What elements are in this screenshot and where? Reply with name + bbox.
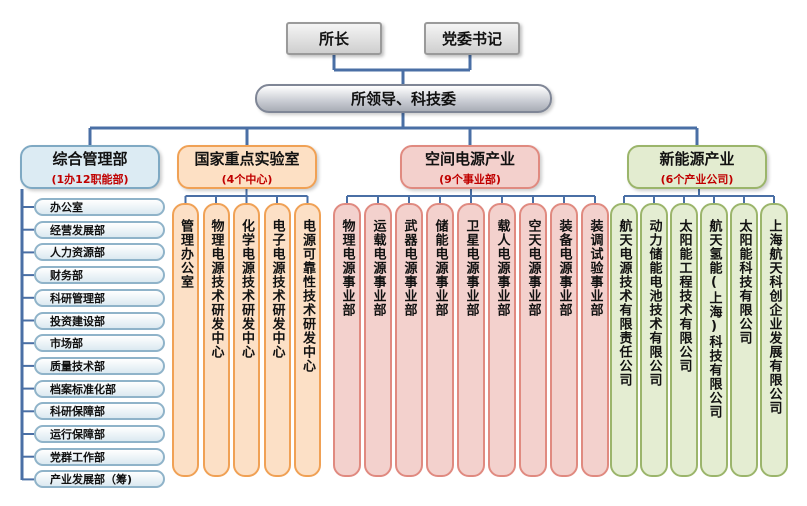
- admin-item: 质量技术部: [34, 356, 165, 375]
- space-item-label: 装备电源事业部: [556, 219, 572, 317]
- lab-item-label: 管理办公室: [178, 219, 193, 289]
- space-item: 载人电源事业部: [488, 203, 516, 477]
- space-item: 物理电源事业部: [333, 203, 361, 477]
- admin-item: 人力资源部: [34, 243, 165, 262]
- admin-item: 经营发展部: [34, 220, 165, 239]
- admin-item: 投资建设部: [34, 311, 165, 330]
- lab-item-label: 电子电源技术研发中心: [269, 219, 285, 359]
- group-energy-title: 新能源产业: [659, 149, 735, 168]
- energy-item-label: 航天电源技术有限责任公司: [616, 219, 632, 387]
- energy-item: 航天电源技术有限责任公司: [610, 203, 638, 477]
- group-admin-title: 综合管理部: [52, 149, 128, 168]
- lab-item: 化学电源技术研发中心: [233, 203, 260, 477]
- space-item-label: 卫星电源事业部: [463, 219, 479, 317]
- space-item-label: 运载电源事业部: [370, 219, 386, 317]
- lab-item-label: 化学电源技术研发中心: [239, 219, 254, 359]
- space-item-label: 储能电源事业部: [432, 219, 448, 317]
- group-space: 空间电源产业 (9个事业部): [400, 145, 540, 189]
- space-item: 运载电源事业部: [364, 203, 392, 477]
- energy-item: 太阳能工程技术有限公司: [670, 203, 698, 477]
- admin-item: 运行保障部: [34, 425, 165, 443]
- space-item: 卫星电源事业部: [457, 203, 485, 477]
- admin-item: 党群工作部: [34, 447, 165, 466]
- energy-item-label: 太阳能工程技术有限公司: [676, 219, 692, 373]
- group-space-subtitle: (9个事业部): [439, 172, 501, 186]
- group-energy: 新能源产业 (6个产业公司): [627, 145, 767, 189]
- group-admin: 综合管理部 (1办12职能部): [20, 145, 160, 189]
- group-lab-title: 国家重点实验室: [194, 149, 300, 168]
- group-space-title: 空间电源产业: [424, 149, 515, 168]
- energy-item: 太阳能科技有限公司: [730, 203, 758, 477]
- space-item-label: 载人电源事业部: [494, 219, 510, 317]
- group-admin-subtitle: (1办12职能部): [51, 172, 129, 186]
- lab-item: 管理办公室: [172, 203, 199, 477]
- party-secretary-box: 党委书记: [424, 22, 520, 55]
- admin-item: 办公室: [34, 198, 165, 216]
- energy-item: 上海航天科创企业发展有限公司: [760, 203, 788, 477]
- space-item: 装备电源事业部: [550, 203, 578, 477]
- admin-item: 产业发展部（筹): [34, 470, 165, 489]
- energy-item: 动力储能电池技术有限公司: [640, 203, 668, 477]
- lab-item: 电源可靠性技术研发中心: [294, 203, 321, 477]
- space-item: 装调试验事业部: [581, 203, 609, 477]
- director-box: 所长: [286, 22, 382, 55]
- energy-item-label: 动力储能电池技术有限公司: [646, 219, 662, 387]
- admin-item: 科研保障部: [34, 402, 165, 421]
- lab-item-label: 物理电源技术研发中心: [208, 219, 224, 359]
- space-item-label: 装调试验事业部: [587, 219, 603, 317]
- leadership-band: 所领导、科技委: [255, 84, 552, 113]
- space-item: 储能电源事业部: [426, 203, 454, 477]
- energy-item-label: 太阳能科技有限公司: [736, 219, 752, 345]
- group-lab: 国家重点实验室 (4个中心): [177, 145, 317, 189]
- lab-item: 物理电源技术研发中心: [202, 203, 230, 477]
- space-item-label: 空天电源事业部: [525, 219, 541, 317]
- lab-item: 电子电源技术研发中心: [263, 203, 291, 477]
- admin-item: 档案标准化部: [34, 379, 165, 398]
- energy-item-label: 航天氢能(上海)科技有限公司: [706, 219, 722, 419]
- space-item-label: 武器电源事业部: [401, 219, 417, 317]
- energy-item-label: 上海航天科创企业发展有限公司: [766, 219, 782, 415]
- admin-item: 科研管理部: [34, 288, 165, 307]
- lab-item-label: 电源可靠性技术研发中心: [300, 219, 315, 373]
- space-item: 空天电源事业部: [519, 203, 547, 477]
- admin-item: 市场部: [34, 334, 165, 353]
- admin-item: 财务部: [34, 266, 165, 285]
- space-item: 武器电源事业部: [395, 203, 423, 477]
- group-lab-subtitle: (4个中心): [221, 172, 273, 186]
- space-item-label: 物理电源事业部: [339, 219, 355, 317]
- energy-item: 航天氢能(上海)科技有限公司: [700, 203, 728, 477]
- group-energy-subtitle: (6个产业公司): [660, 172, 734, 186]
